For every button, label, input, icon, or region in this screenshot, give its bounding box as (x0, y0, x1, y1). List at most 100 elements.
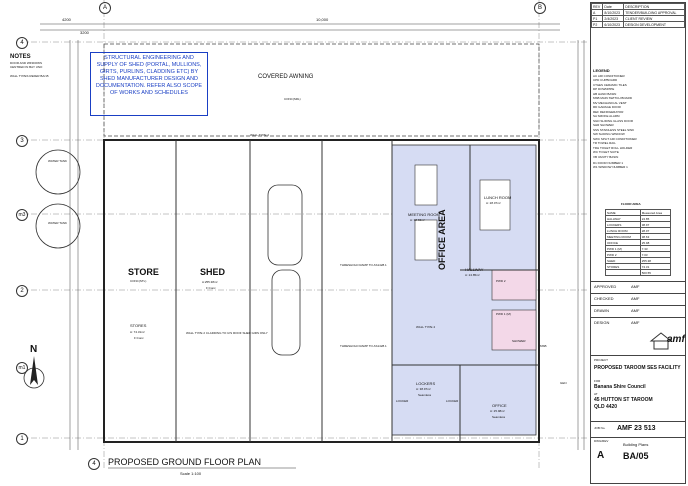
shower-label: SHOWER (512, 339, 526, 343)
legend-item: D1 DOOR NUMBER 1 (593, 160, 624, 165)
grid-marker-m1: m1 (16, 362, 28, 374)
dim-top-a: 3200 (80, 30, 89, 35)
store-label: STORE (128, 267, 159, 277)
legend-item: SSS STAINLESS STEEL SINK (593, 127, 635, 132)
firm-name: amf (667, 334, 685, 345)
at-label: AT (594, 392, 598, 396)
grid-marker-1: 1 (16, 433, 28, 445)
floor-area-total-blank (605, 269, 641, 276)
lockers-label: LOCKERS (416, 381, 436, 386)
address-line1: 45 HUTTON ST TAROOM (594, 397, 653, 403)
client-name: Banana Shire Council (594, 384, 646, 390)
floor-area-title: FLOOR AREA (621, 202, 641, 206)
stores-label: STORES (130, 323, 147, 328)
dim-top-left: 4200 (62, 17, 71, 22)
legend: LEGEND AC AIR CONDITIONER CPD CUPBOARD C… (593, 69, 685, 169)
sheet-title: Building Plans (623, 442, 649, 447)
legend-item: TRH TOILET ROLL HOLDER (593, 145, 633, 150)
design-value: AMF (631, 320, 640, 325)
shed-finish: F:Conc (206, 286, 216, 290)
rev-cell: 6/10/2023 (602, 21, 625, 28)
office-label: OFFICE (492, 403, 507, 408)
job-number: AMF 23 513 (617, 425, 656, 432)
locker-label-1: LOCKER (396, 399, 409, 403)
grid-marker-b: B (534, 2, 546, 14)
floor-area-total: 500.55 (639, 269, 672, 276)
firm-logo: amf (647, 327, 685, 351)
legend-item: MSB MAIN SWITCH BOARD (593, 96, 633, 100)
sheet-number: BA/05 (623, 451, 649, 461)
cladding-note: WALL TYPE 2 CLADDING TO U/S ROOF SHED GI… (186, 331, 268, 335)
stores-area: A: 74.31m² (130, 330, 145, 334)
rev-cell: P2 (590, 21, 604, 28)
floor-area-total-row: 500.55 (605, 269, 672, 276)
plan-title: PROPOSED GROUND FLOOR PLAN (108, 457, 262, 467)
shed-area: A:255.38m² (202, 280, 218, 284)
pwd2-label: PWD 2 (496, 279, 506, 283)
grid-marker-a: A (99, 2, 111, 14)
revision-table: REV Date DESCRIPTION A 8/10/2023 TENDER/… (590, 3, 685, 28)
msb-label: MSB (540, 344, 547, 348)
water-tank-2-label: WATER TANK (48, 221, 68, 225)
notes-wall-types: WALL TYPES REFER BA/15 (10, 74, 49, 78)
wall-type-2-label: WALL TYPE 2 (250, 133, 270, 137)
drawing-area: A B 4 3 m3 2 m1 1 4 4200 3200 10,000 NOT… (10, 0, 588, 476)
revision-letter: A (597, 450, 605, 461)
legend-item: RD GARAGE DOOR (593, 105, 621, 109)
drawn-label: DRAWN (594, 308, 609, 313)
grid-marker-bottom-4: 4 (88, 458, 100, 470)
hallway-label: HALLWAY (465, 267, 484, 272)
store-sub-label: CONC(STL) (130, 279, 147, 283)
grid-marker-4: 4 (16, 37, 28, 49)
grid-marker-2: 2 (16, 285, 28, 297)
legend-item: HB HAND BASIN (593, 91, 617, 96)
lockers-finish: Seamless (418, 393, 432, 397)
shed-label: SHED (200, 267, 226, 277)
job-label: JOB No. (594, 426, 606, 430)
legend-item: MV MECHANICAL VENT (593, 100, 627, 105)
legend-item: WC TOILET SUITE (593, 150, 619, 154)
wall-type-4-label: WALL TYPE 4 (416, 325, 436, 329)
gen-label: GEN (560, 381, 567, 385)
grid-marker-3: 3 (16, 135, 28, 147)
legend-item: REF REFRIGERATOR (593, 109, 624, 114)
drawn-value: AMF (631, 308, 640, 313)
dim-top-b: 10,000 (316, 17, 329, 22)
lunch-room-label: LUNCH ROOM (484, 195, 512, 200)
plan-scale: Scale 1:100 (180, 471, 202, 476)
rev-cell: DESIGN DEVELOPMENT (623, 21, 685, 28)
address-line2: QLD 4420 (594, 404, 618, 410)
for-label: FOR (594, 379, 601, 383)
design-label: DESIGN (594, 320, 610, 325)
checked-label: CHECKED (594, 296, 614, 301)
meeting-room-area: A: 38.63m² (410, 218, 425, 222)
legend-item: TR TOWEL RAIL (593, 141, 616, 145)
awning-slab-label: CONC(SRL) (284, 97, 301, 101)
approved-label: APPROVED (594, 284, 617, 289)
legend-item: DP DOWNPIPE (593, 87, 615, 91)
office-finish: Seamless (492, 415, 506, 419)
stores-finish: F:Conc (134, 336, 144, 340)
covered-awning-label: COVERED AWNING (258, 74, 314, 80)
title-block: REV Date DESCRIPTION A 8/10/2023 TENDER/… (590, 2, 686, 484)
hallway-area: A: 24.85m² (465, 273, 480, 277)
notes-block: NOTES DOOR AND WINDOWS CENTRED IN BAY UN… (10, 54, 80, 78)
pwd1-label: PWD 1 (M) (496, 312, 511, 316)
locker-label-2: LOCKER (446, 399, 459, 403)
office-area-label: OFFICE AREA (437, 209, 447, 270)
water-tank-1-label: WATER TANK (48, 159, 68, 163)
legend-item: W1 WINDOW NUMBER 1 (593, 165, 628, 169)
approved-value: AMF (631, 284, 640, 289)
dwg-rev-label: DWG/REV (594, 439, 609, 443)
legend-item: VB VANITY BASIN (593, 154, 619, 159)
project-name: PROPOSED TAROOM SES FACILITY (594, 365, 681, 371)
office-area: A: 25.98m² (490, 409, 505, 413)
legend-item: CPD CUPBOARD (593, 78, 618, 82)
grid-lines (20, 0, 588, 470)
legend-item: SA SMOKE ALARM (593, 114, 620, 118)
legend-item: CT&ES CERAMIC TILES (593, 82, 627, 87)
legend-item: AC AIR CONDITIONER (593, 73, 625, 78)
lunch-room-area: A: 28.07m² (486, 201, 501, 205)
notes-line1: DOOR AND WINDOWS (10, 61, 42, 65)
